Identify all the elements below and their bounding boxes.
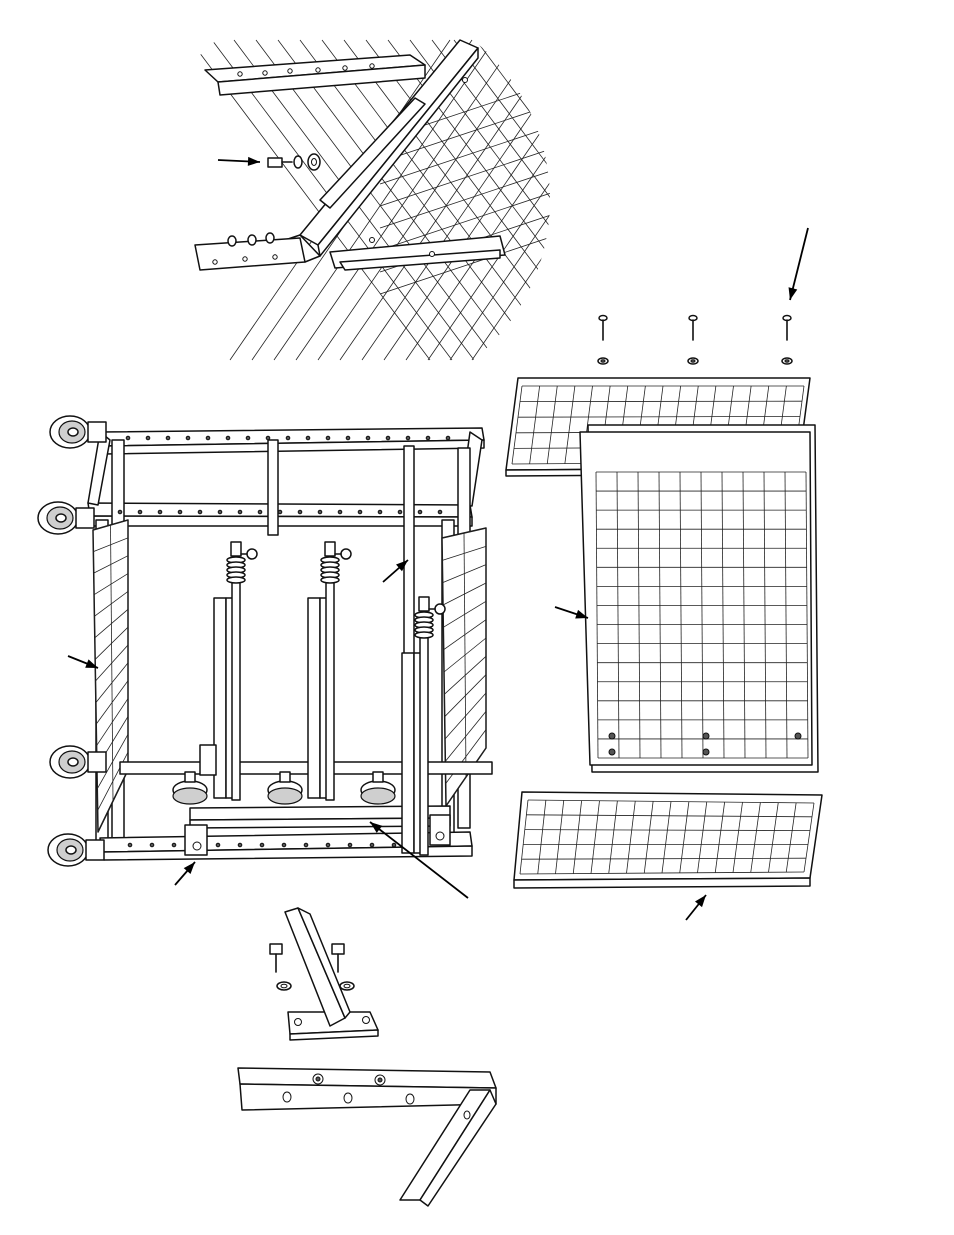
callout-arrow-8	[686, 895, 706, 920]
main-cart-frame	[38, 416, 492, 866]
shelf-screw-1	[598, 316, 608, 365]
lower-shelf-basket	[514, 792, 822, 888]
callout-arrow-5	[555, 607, 588, 618]
callout-arrow-2	[789, 228, 808, 300]
leveling-knob-1	[173, 772, 207, 804]
leveling-knob-3	[361, 772, 395, 804]
top-shelf-screws	[598, 316, 792, 365]
middle-shelf-basket	[580, 425, 818, 772]
detail-corner-rail	[238, 1068, 496, 1206]
detail-screw	[268, 154, 320, 170]
detail-foot-bracket	[270, 908, 378, 1040]
shelf-screw-3	[782, 316, 792, 365]
detail-bracket-to-basket	[190, 40, 780, 360]
shelf-screw-2	[688, 316, 698, 365]
callout-arrow-1	[218, 157, 260, 166]
callout-arrow-4	[68, 656, 98, 668]
caster-wheel-2	[38, 502, 94, 534]
leveling-knob-2	[268, 772, 302, 804]
callout-arrow-6	[175, 862, 195, 885]
